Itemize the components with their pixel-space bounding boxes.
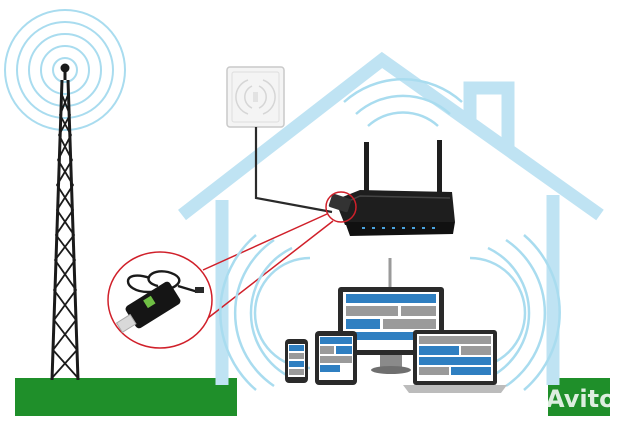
avito-logo-icon xyxy=(513,388,543,408)
cell-tower-icon xyxy=(50,63,80,381)
tablet-icon xyxy=(315,331,357,385)
tower-signal-waves xyxy=(4,9,126,131)
router-icon xyxy=(328,140,455,236)
usb-modem-icon xyxy=(115,270,204,334)
modem-callout xyxy=(107,191,357,349)
antenna-cable xyxy=(254,127,333,214)
panel-antenna-icon xyxy=(226,66,285,128)
avito-watermark: Avito xyxy=(513,385,616,413)
laptop-icon xyxy=(403,330,507,393)
smartphone-icon xyxy=(285,339,308,383)
router-wifi-waves xyxy=(343,78,463,127)
watermark-text: Avito xyxy=(546,385,616,413)
ground-left xyxy=(15,378,237,416)
